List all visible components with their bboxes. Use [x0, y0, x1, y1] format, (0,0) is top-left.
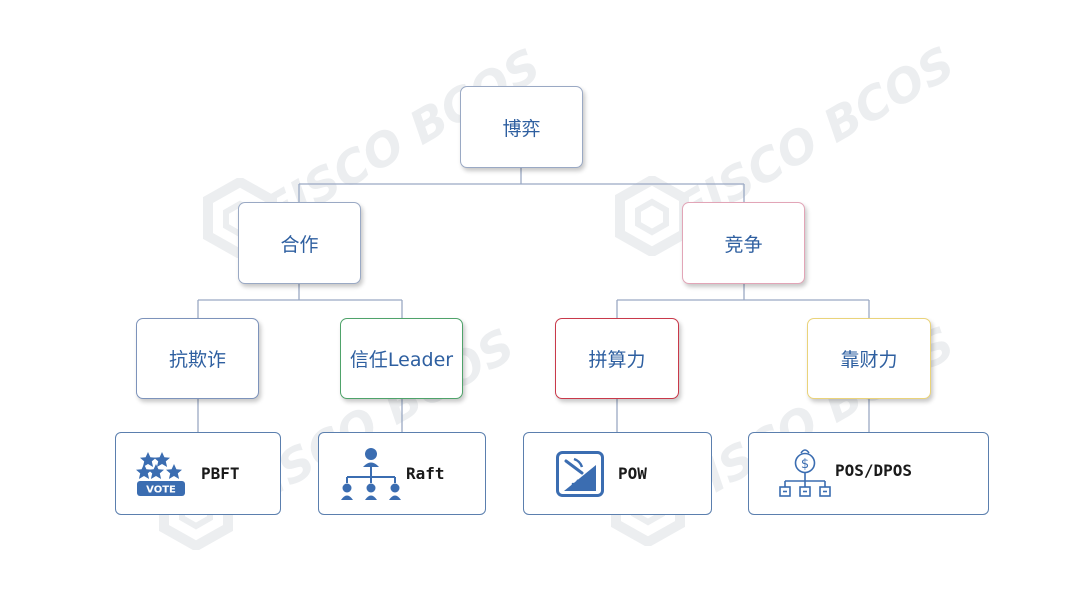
pos-dpos-leaf: $ POS/DPOS — [748, 432, 989, 515]
pos-dpos-leaf-label: POS/DPOS — [835, 461, 913, 480]
money-tree-icon: $ — [779, 448, 831, 497]
raft-leaf-label: Raft — [406, 464, 445, 483]
anti-fraud-node-label: 抗欺诈 — [168, 349, 226, 371]
svg-text:VOTE: VOTE — [146, 484, 176, 495]
anti-fraud-node: 抗欺诈 — [136, 318, 259, 399]
trust-leader-node-label: 信任Leader — [349, 349, 454, 371]
hierarchy-icon — [341, 447, 401, 500]
vote-stars-icon: VOTE — [136, 451, 185, 496]
cooperation-node: 合作 — [238, 202, 361, 284]
mining-icon — [556, 450, 604, 497]
svg-text:$: $ — [801, 457, 809, 472]
wealth-node: 靠财力 — [807, 318, 931, 399]
trust-leader-node: 信任Leader — [340, 318, 463, 399]
root-node-label: 博弈 — [502, 117, 541, 140]
raft-leaf: Raft — [318, 432, 486, 515]
pbft-leaf: VOTE PBFT — [115, 432, 281, 515]
wealth-node-label: 靠财力 — [840, 349, 898, 371]
compute-power-node: 拼算力 — [555, 318, 679, 399]
cooperation-node-label: 合作 — [280, 233, 319, 256]
pbft-leaf-label: PBFT — [201, 464, 240, 483]
competition-node: 竞争 — [682, 202, 805, 284]
pow-leaf: POW — [523, 432, 712, 515]
pow-leaf-label: POW — [618, 464, 647, 483]
compute-power-node-label: 拼算力 — [588, 349, 646, 371]
competition-node-label: 竞争 — [724, 233, 763, 256]
root-node: 博弈 — [460, 86, 583, 168]
